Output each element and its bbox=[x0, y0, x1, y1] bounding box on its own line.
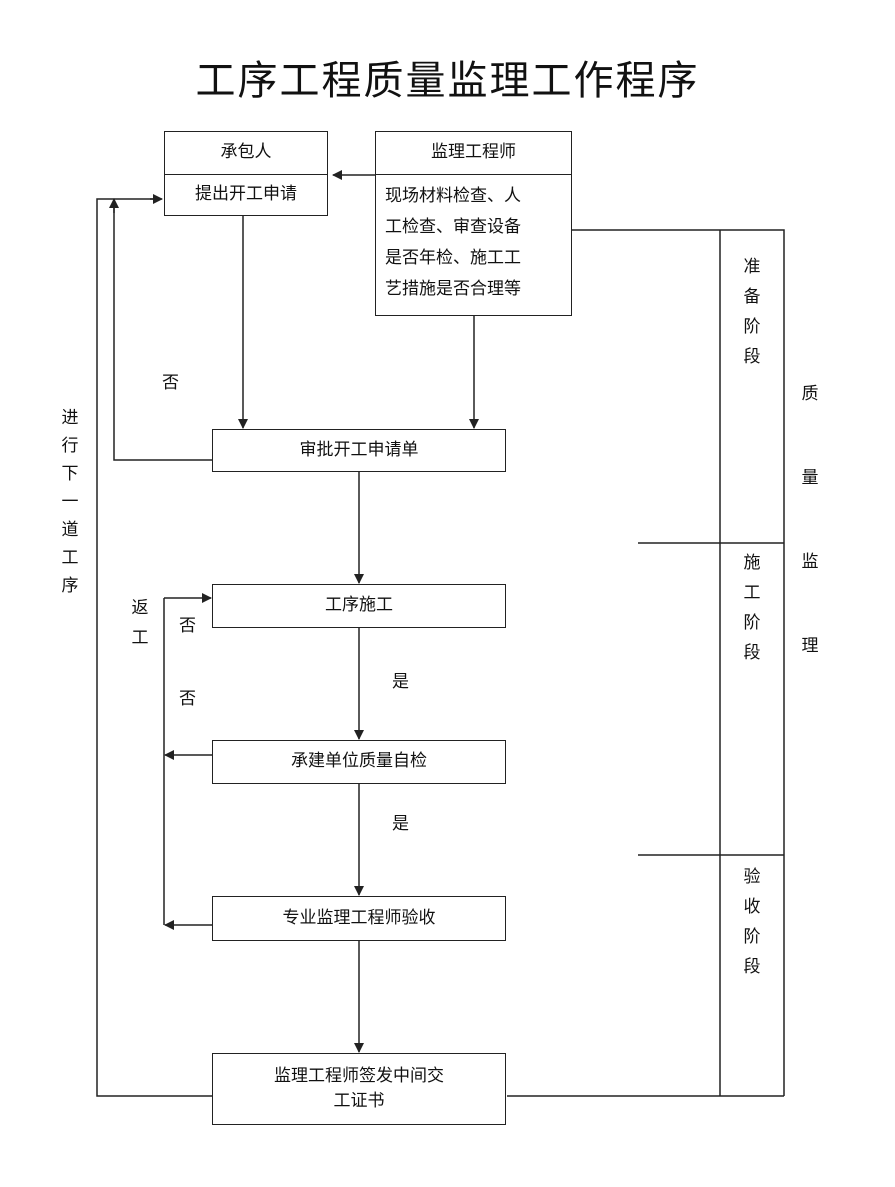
self-check-label: 承建单位质量自检 bbox=[291, 751, 427, 772]
quality-supervision-char: 监 bbox=[801, 552, 819, 572]
engineer-inspection-box: 现场材料检查、人 工检查、审查设备 是否年检、施工工 艺措施是否合理等 bbox=[375, 174, 572, 316]
prep-stage-char: 阶 bbox=[743, 317, 761, 337]
contractor-header-label: 承包人 bbox=[220, 142, 272, 163]
acceptance-stage-char: 阶 bbox=[743, 927, 761, 947]
inspection-line: 现场材料检查、人 bbox=[385, 186, 521, 206]
next-process-char: 工 bbox=[61, 548, 79, 568]
engineer-header: 监理工程师 bbox=[375, 131, 572, 175]
prep-stage-char: 段 bbox=[743, 347, 761, 367]
prep-stage-char: 备 bbox=[743, 287, 761, 307]
construction-stage-char: 阶 bbox=[743, 613, 761, 633]
acceptance-stage-char: 段 bbox=[743, 957, 761, 977]
approve-application-box: 审批开工申请单 bbox=[212, 429, 506, 472]
next-process-char: 一 bbox=[61, 492, 79, 512]
rework-label: 返 工 bbox=[128, 593, 152, 653]
approve-application-label: 审批开工申请单 bbox=[299, 439, 419, 460]
no-label: 否 bbox=[179, 616, 196, 636]
quality-supervision-label: 质 量 监 理 bbox=[798, 352, 822, 688]
construction-stage-char: 工 bbox=[743, 583, 761, 603]
inspection-line: 工检查、审查设备 bbox=[385, 217, 521, 237]
no-label: 否 bbox=[162, 373, 179, 393]
inspection-text: 现场材料检查、人 工检查、审查设备 是否年检、施工工 艺措施是否合理等 bbox=[376, 175, 529, 305]
next-process-char: 下 bbox=[61, 464, 79, 484]
construction-stage-char: 段 bbox=[743, 643, 761, 663]
certificate-box: 监理工程师签发中间交 工证书 bbox=[212, 1053, 506, 1125]
acceptance-stage-char: 验 bbox=[743, 867, 761, 887]
certificate-line: 监理工程师签发中间交 bbox=[274, 1065, 444, 1086]
yes-label: 是 bbox=[392, 672, 409, 692]
acceptance-box: 专业监理工程师验收 bbox=[212, 896, 506, 941]
engineer-header-label: 监理工程师 bbox=[431, 142, 516, 163]
next-process-char: 道 bbox=[61, 520, 79, 540]
next-process-label: 进 行 下 一 道 工 序 bbox=[58, 404, 82, 600]
quality-supervision-char: 理 bbox=[801, 636, 819, 656]
next-process-char: 进 bbox=[61, 408, 79, 428]
acceptance-stage-label: 验 收 阶 段 bbox=[740, 862, 764, 982]
construction-stage-char: 施 bbox=[743, 553, 761, 573]
submit-application-label: 提出开工申请 bbox=[195, 184, 297, 205]
self-check-box: 承建单位质量自检 bbox=[212, 740, 506, 784]
quality-supervision-char: 质 bbox=[801, 384, 819, 404]
prep-stage-char: 准 bbox=[743, 257, 761, 277]
inspection-line: 是否年检、施工工 bbox=[385, 248, 521, 268]
contractor-header: 承包人 bbox=[164, 131, 328, 175]
acceptance-label: 专业监理工程师验收 bbox=[282, 907, 436, 928]
acceptance-stage-char: 收 bbox=[743, 897, 761, 917]
arrow-reject-to-apply bbox=[113, 199, 212, 461]
quality-supervision-char: 量 bbox=[801, 468, 819, 488]
yes-label: 是 bbox=[392, 814, 409, 834]
next-process-char: 行 bbox=[61, 436, 79, 456]
submit-application-box: 提出开工申请 bbox=[164, 174, 328, 216]
construction-stage-label: 施 工 阶 段 bbox=[740, 548, 764, 668]
stage-bracket-top bbox=[571, 229, 785, 1096]
next-process-loop-line bbox=[96, 198, 212, 1097]
prep-stage-label: 准 备 阶 段 bbox=[740, 252, 764, 372]
construction-box: 工序施工 bbox=[212, 584, 506, 628]
diagram-title: 工序工程质量监理工作程序 bbox=[195, 58, 700, 104]
no-label: 否 bbox=[179, 689, 196, 709]
rework-char: 工 bbox=[131, 628, 149, 648]
construction-label: 工序施工 bbox=[325, 595, 393, 616]
next-process-char: 序 bbox=[61, 576, 79, 596]
inspection-line: 艺措施是否合理等 bbox=[385, 279, 521, 299]
rework-char: 返 bbox=[131, 598, 149, 618]
certificate-line: 工证书 bbox=[333, 1091, 385, 1111]
